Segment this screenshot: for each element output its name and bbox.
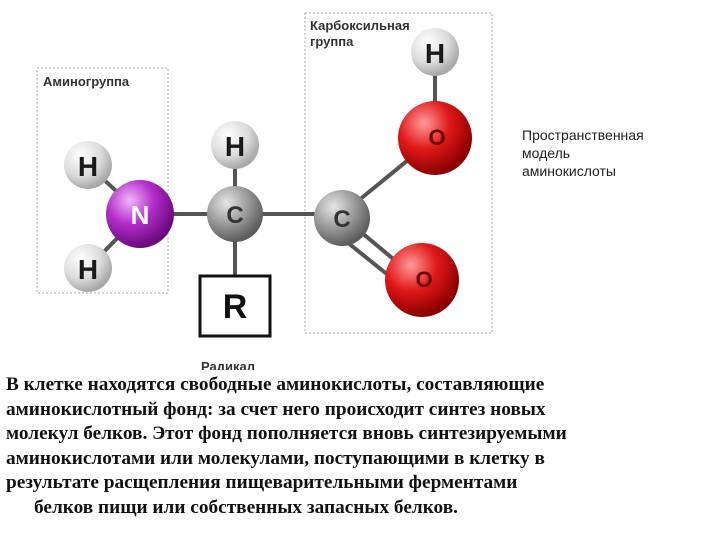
radical-label: Радикал: [201, 359, 255, 370]
radical-box: [198, 274, 272, 338]
carboxyl-group-label-line2: группа: [310, 34, 354, 49]
atom-o-top-label: O: [428, 125, 445, 150]
paragraph-line-3: молекул белков. Этот фонд пополняется вн…: [6, 423, 567, 444]
bonds: [86, 50, 437, 285]
amino-acid-diagram: Аминогруппа Карбоксильная группа R Радик…: [36, 12, 493, 370]
paragraph-line-6: белков пищи или собственных запасных бел…: [34, 496, 458, 518]
caption-line-3: аминокислоты: [522, 163, 616, 179]
atom-n-label: N: [131, 200, 150, 230]
atom-o-bottom-label: O: [415, 267, 432, 292]
radical-symbol: R: [223, 288, 248, 326]
atom-n: N: [106, 180, 174, 248]
atom-h-alpha: H: [211, 121, 259, 169]
paragraph-line-1: В клетке находятся свободные аминокислот…: [6, 374, 545, 395]
atom-h-alpha-label: H: [225, 131, 245, 162]
amino-group-label: Аминогруппа: [43, 74, 130, 89]
paragraph-line-2: аминокислотный фонд: за счет него происх…: [6, 398, 546, 420]
amino-group-box: [36, 67, 169, 294]
atom-h-amino-bottom: H: [64, 244, 112, 292]
atom-o-bottom: O: [385, 243, 459, 317]
atom-c-alpha-label: C: [226, 202, 243, 229]
body-paragraph: В клетке находятся свободные аминокислот…: [6, 373, 718, 520]
caption-line-1: Пространственная: [522, 127, 644, 143]
caption-line-2: модель: [522, 145, 571, 161]
atom-h-carboxyl-label: H: [425, 38, 445, 69]
atom-h-amino-top-label: H: [78, 151, 98, 182]
atom-c-alpha: C: [207, 186, 263, 242]
model-caption: Пространственная модель аминокислоты: [522, 126, 712, 180]
paragraph-line-4: аминокислотами или молекулами, поступающ…: [6, 447, 545, 469]
atom-h-amino-bottom-label: H: [78, 254, 98, 285]
atom-c-carboxyl: C: [314, 190, 370, 246]
atom-c-carboxyl-label: C: [333, 206, 350, 233]
atom-h-carboxyl: H: [411, 28, 459, 76]
paragraph-line-5: результате расщепления пищеварительными …: [6, 472, 518, 493]
carboxyl-group-label-line1: Карбоксильная: [310, 18, 410, 33]
atom-h-amino-top: H: [64, 141, 112, 189]
atom-o-top: O: [398, 101, 472, 175]
carboxyl-group-box: [304, 12, 493, 334]
